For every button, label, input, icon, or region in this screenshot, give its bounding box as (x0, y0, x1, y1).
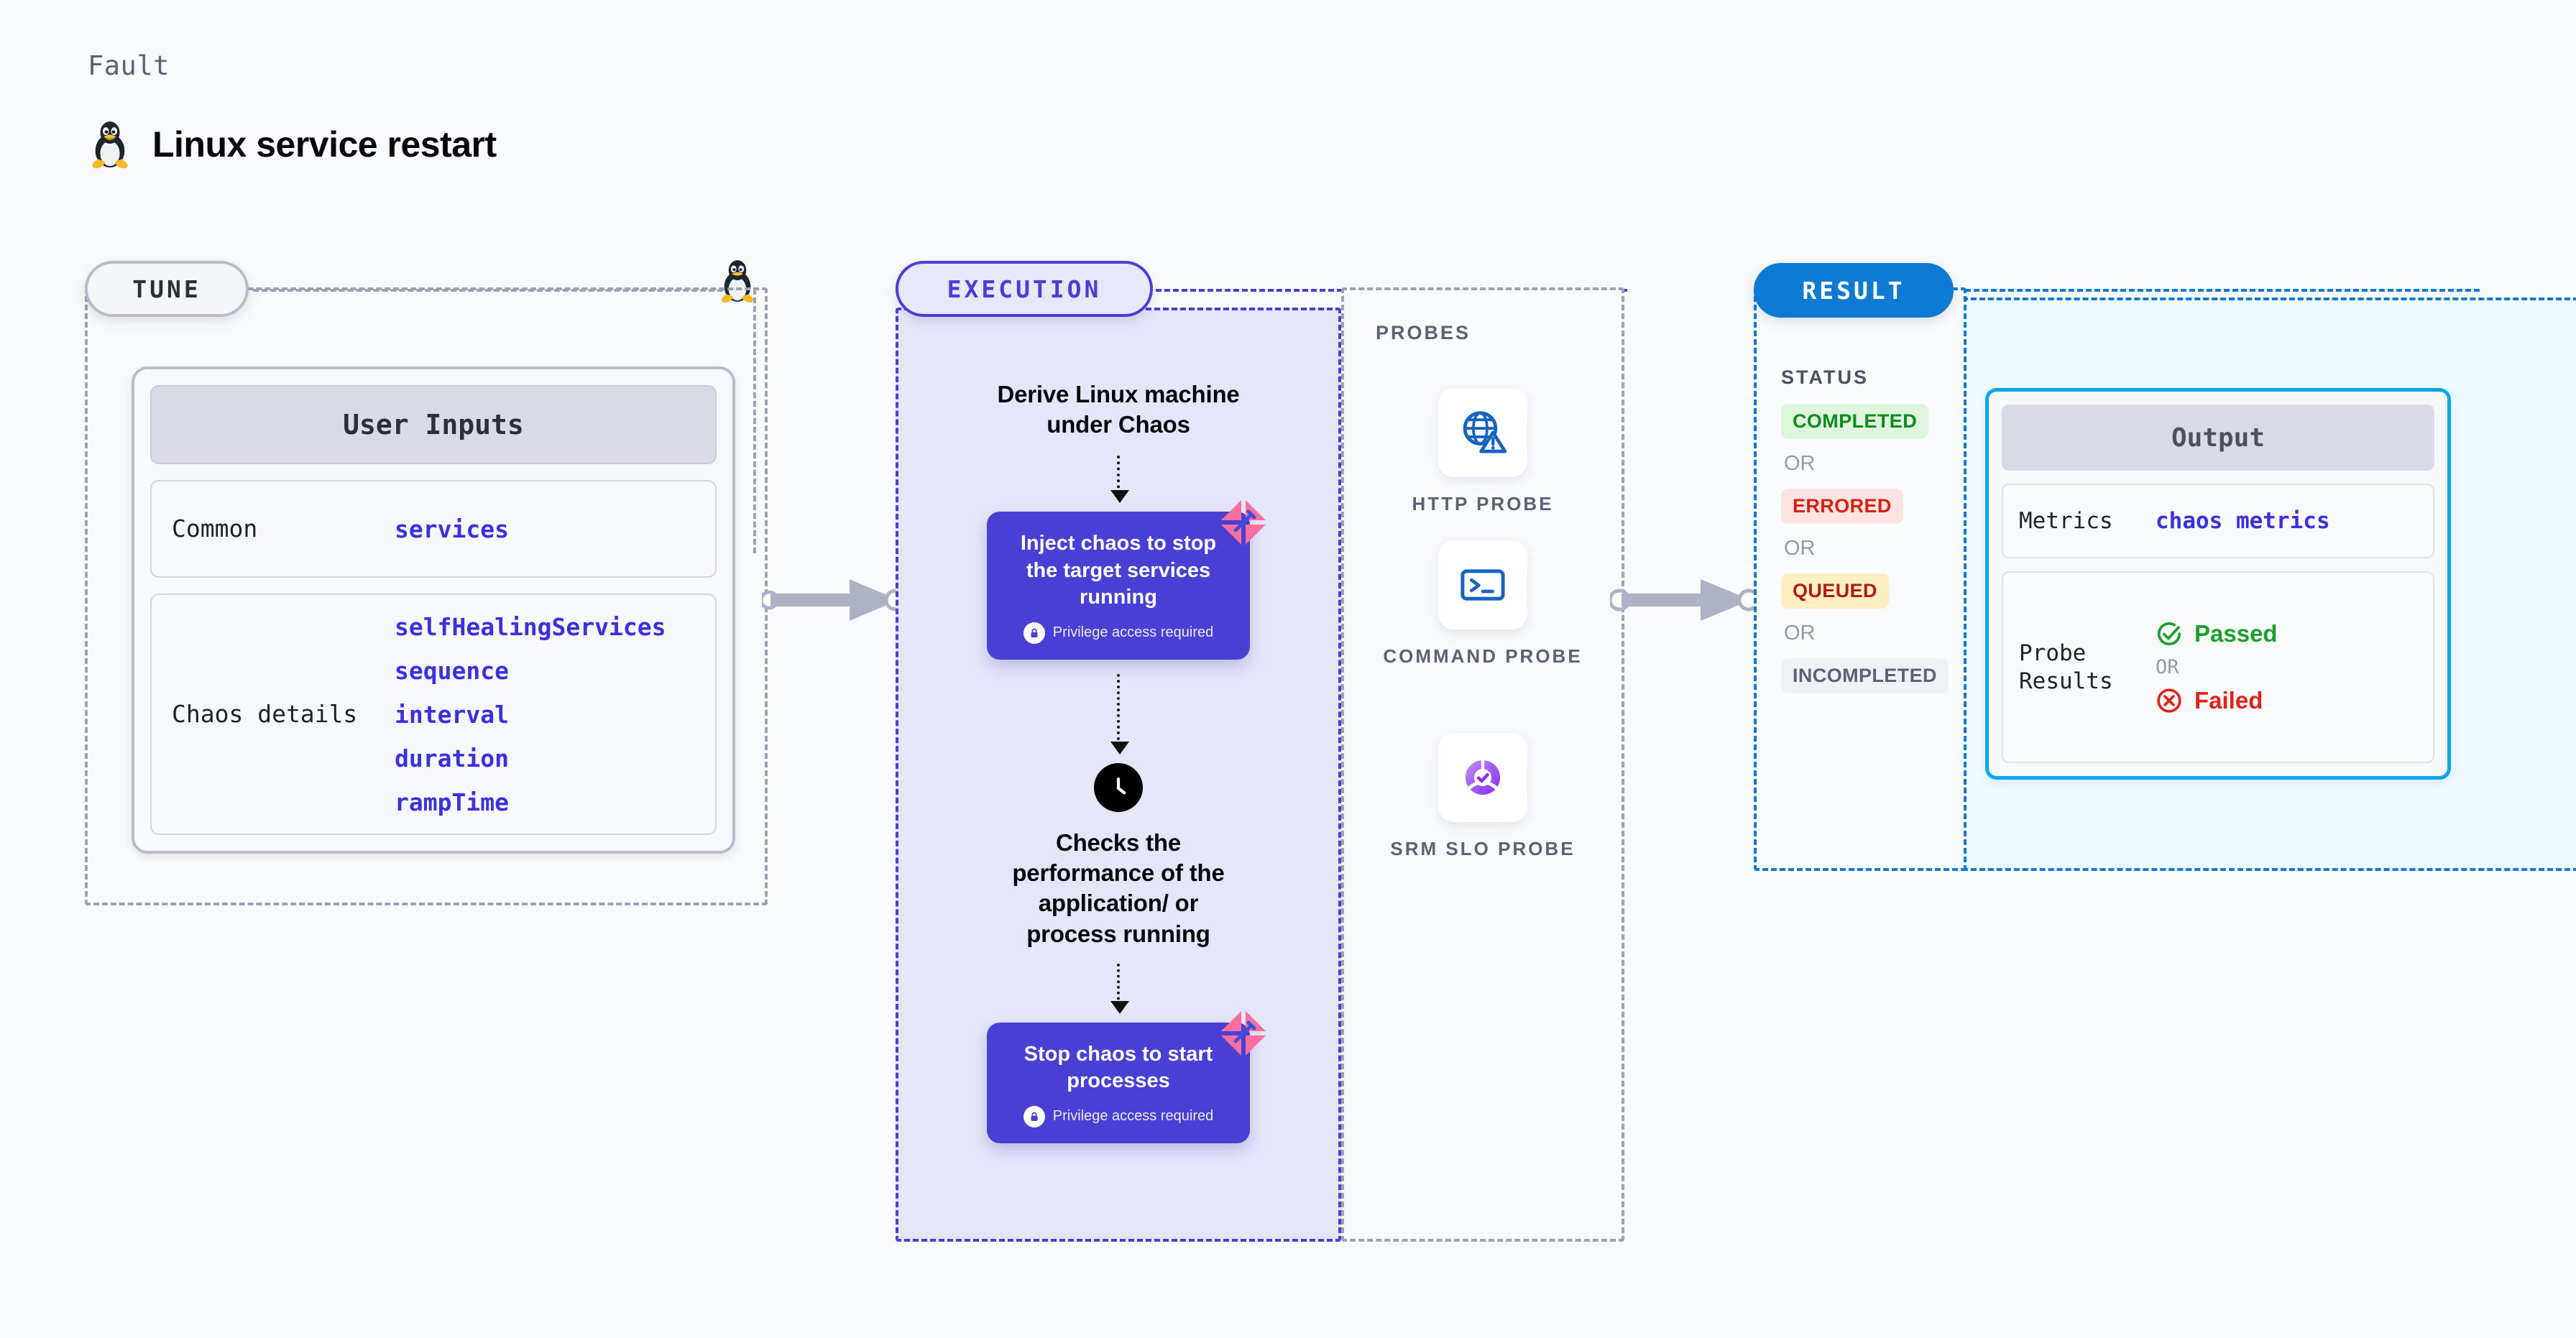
execution-step-inject-chaos[interactable]: Inject chaos to stop the target services… (987, 500, 1266, 660)
tune-row-key: Chaos details (172, 700, 358, 729)
step-title: Inject chaos to stop the target services… (1020, 532, 1217, 609)
execution-flow: Derive Linux machine under Chaos Inject … (896, 308, 1341, 1242)
tune-value[interactable]: services (395, 515, 509, 543)
tune-drop-line (753, 289, 756, 553)
execution-stage-pill[interactable]: EXECUTION (896, 261, 1153, 317)
user-inputs-title: User Inputs (150, 385, 717, 464)
tune-row-key: Common (172, 515, 258, 543)
connector-arrow-tune-to-execution (762, 579, 906, 621)
step-title: Stop chaos to start processes (1024, 1042, 1213, 1092)
status-label: STATUS (1781, 366, 1869, 388)
probe-name: COMMAND PROBE (1383, 645, 1583, 667)
flow-arrow-down (1110, 456, 1129, 504)
probe-result-passed: Passed (2156, 620, 2278, 647)
output-row-value[interactable]: chaos metrics (2156, 508, 2330, 534)
flow-arrow-down (1110, 673, 1129, 755)
page-kicker: Fault (88, 50, 170, 81)
lock-icon (1023, 1105, 1045, 1127)
globe-warning-icon (1438, 388, 1527, 477)
result-stage-pill[interactable]: RESULT (1754, 263, 1954, 318)
execution-step-derive: Derive Linux machine under Chaos (997, 381, 1240, 438)
status-or-label: OR (1784, 452, 1816, 475)
user-inputs-card: User Inputs Common services Chaos detail… (132, 366, 735, 854)
status-list: COMPLETED OR ERRORED OR QUEUED OR INCOMP… (1781, 404, 1949, 693)
execution-step-checks: Checks the performance of the applicatio… (1012, 829, 1225, 947)
result-lead-line (1956, 289, 2480, 292)
tune-value[interactable]: duration (395, 744, 509, 772)
tune-stage-pill[interactable]: TUNE (85, 261, 249, 317)
tune-row-values: selfHealingServices sequence interval du… (395, 615, 666, 814)
output-row-key: Metrics (2019, 507, 2113, 534)
page-title-row: Linux service restart (88, 119, 497, 170)
probe-result-failed-label: Failed (2194, 687, 2263, 714)
status-or-label: OR (1784, 622, 1816, 645)
step-note: Privilege access required (1003, 622, 1234, 644)
harness-ribbon-icon (1221, 1010, 1266, 1056)
clock-icon (1094, 762, 1143, 812)
status-badge-errored: ERRORED (1781, 489, 1903, 524)
probe-item-command[interactable]: COMMAND PROBE (1341, 540, 1624, 669)
step-note-label: Privilege access required (1052, 624, 1214, 641)
tune-value[interactable]: rampTime (395, 788, 509, 816)
probe-result-failed: Failed (2156, 687, 2278, 714)
tune-value[interactable]: sequence (395, 656, 509, 685)
connector-arrow-probes-to-result (1610, 579, 1760, 621)
tune-row-values: services (395, 517, 509, 541)
probe-item-http[interactable]: HTTP PROBE (1341, 388, 1624, 517)
probe-result-options: Passed OR Failed (2156, 620, 2278, 714)
tune-row-chaos-details: Chaos details selfHealingServices sequen… (150, 594, 717, 835)
probe-name: SRM SLO PROBE (1390, 838, 1576, 859)
lock-icon (1023, 622, 1045, 644)
output-card: Output Metrics chaos metrics Probe Resul… (1985, 388, 2451, 780)
tune-lead-line (253, 289, 740, 292)
harness-ribbon-icon (1221, 500, 1266, 545)
output-row-metrics: Metrics chaos metrics (2002, 484, 2434, 558)
tune-value[interactable]: selfHealingServices (395, 612, 666, 641)
terminal-icon (1438, 540, 1527, 629)
status-badge-incompleted: INCOMPLETED (1781, 658, 1949, 693)
tune-row-common: Common services (150, 480, 717, 578)
slo-donut-check-icon (1438, 733, 1527, 822)
output-row-probe-results: Probe Results Passed OR Failed (2002, 571, 2434, 763)
check-circle-icon (2157, 622, 2181, 646)
probes-section-label: PROBES (1376, 322, 1471, 343)
probe-result-passed-label: Passed (2194, 620, 2278, 647)
probe-item-srm-slo[interactable]: SRM SLO PROBE (1341, 733, 1624, 862)
probe-result-or-label: OR (2156, 656, 2179, 678)
x-circle-icon (2157, 688, 2181, 713)
probe-name: HTTP PROBE (1412, 493, 1554, 515)
output-row-key: Probe Results (2019, 640, 2113, 694)
step-note-label: Privilege access required (1052, 1108, 1214, 1125)
step-note: Privilege access required (1003, 1105, 1234, 1127)
status-badge-completed: COMPLETED (1781, 404, 1929, 439)
tune-value[interactable]: interval (395, 700, 509, 729)
status-badge-queued: QUEUED (1781, 573, 1889, 609)
page-title: Linux service restart (152, 124, 497, 165)
flow-arrow-down (1110, 963, 1129, 1014)
output-card-title: Output (2002, 405, 2434, 471)
execution-step-stop-chaos[interactable]: Stop chaos to start processes Privilege … (987, 1010, 1266, 1143)
status-or-label: OR (1784, 537, 1816, 560)
tux-linux-penguin-icon (92, 121, 128, 169)
